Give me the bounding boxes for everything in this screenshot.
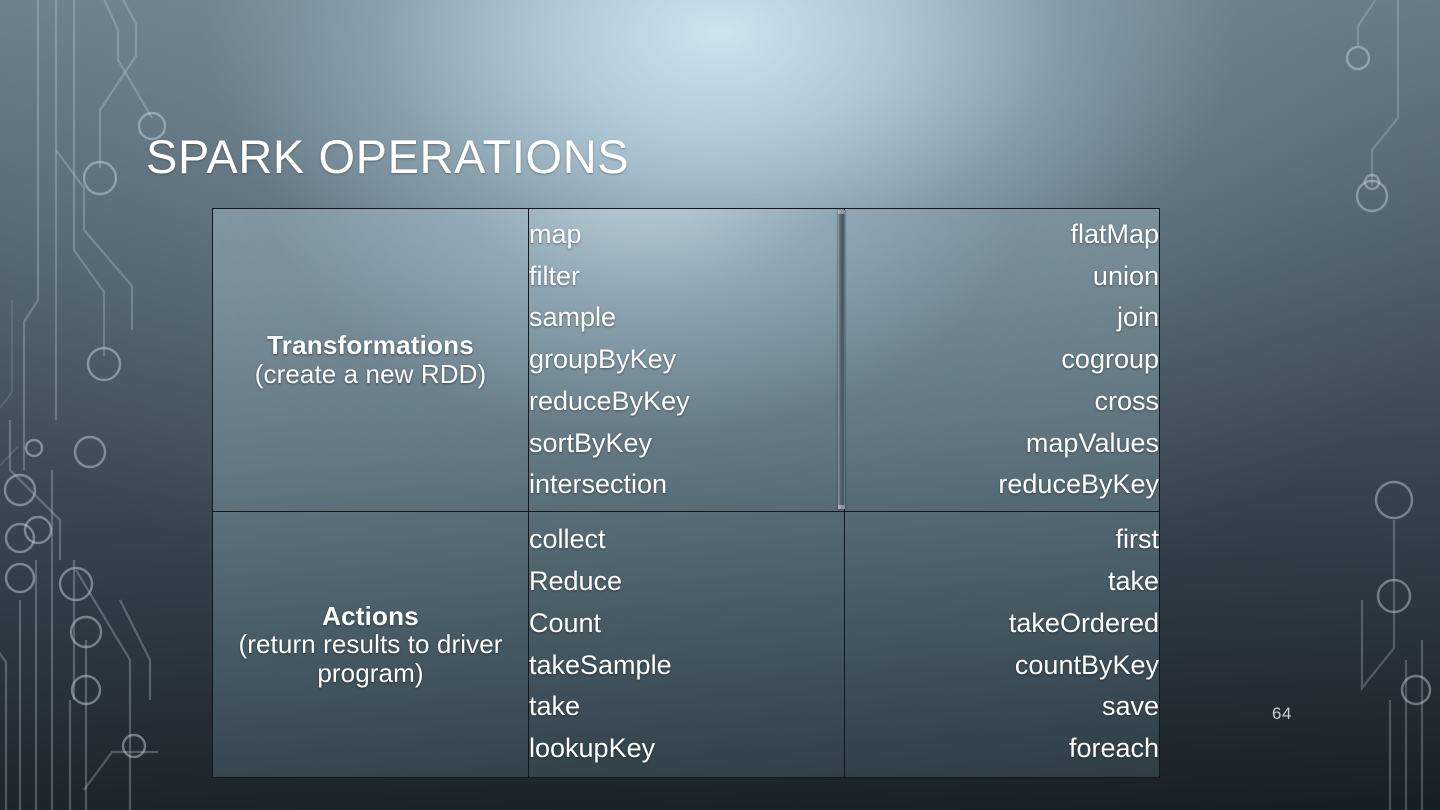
table-row-transformations: Transformations (create a new RDD) map f… [212,208,1160,512]
list-item: lookupKey [529,733,656,764]
list-item: collect [529,524,606,555]
row-label-title: Transformations [267,330,474,361]
list-item: sortByKey [529,427,653,458]
list-item: takeSample [529,649,672,680]
spark-operations-table: Transformations (create a new RDD) map f… [212,208,1160,778]
list-item: take [1107,565,1159,596]
list-item: filter [529,260,581,291]
list-item: sample [529,302,617,333]
list-item: Reduce [529,565,623,596]
row-label-actions: Actions (return results to driver progra… [212,511,529,778]
circuit-decoration-left [0,0,167,810]
list-item: intersection [529,469,668,500]
list-item: countByKey [1014,649,1159,680]
list-item: take [529,691,581,722]
row-label-subtitle: (create a new RDD) [254,359,487,389]
list-item: takeOrdered [1008,607,1159,638]
list-item: foreach [1068,733,1159,764]
list-item: flatMap [1070,218,1159,249]
list-item: save [1101,691,1159,722]
table-row-actions: Actions (return results to driver progra… [212,511,1160,778]
list-item: cogroup [1061,344,1159,375]
list-item: cross [1094,385,1159,416]
actions-right-list: first take takeOrdered countByKey save f… [844,511,1160,778]
list-item: first [1115,524,1160,555]
list-item: mapValues [1025,427,1159,458]
actions-middle-list: collect Reduce Count takeSample take loo… [528,511,845,778]
transformations-middle-list: map filter sample groupByKey reduceByKey… [528,208,845,512]
row-label-subtitle: (return results to driver program) [238,629,503,688]
list-item: groupByKey [529,344,677,375]
list-item: join [1116,302,1159,333]
list-item: Count [529,607,602,638]
transformations-right-list: flatMap union join cogroup cross mapValu… [844,208,1160,512]
row-label-transformations: Transformations (create a new RDD) [212,208,529,512]
page-number: 64 [1272,704,1292,723]
circuit-decoration-right [1345,0,1432,810]
page-title: SPARK OPERATIONS [146,130,630,183]
list-item: reduceByKey [998,469,1159,500]
row-label-title: Actions [322,600,419,631]
list-item: reduceByKey [529,385,690,416]
list-item: map [529,218,582,249]
list-item: union [1092,260,1159,291]
